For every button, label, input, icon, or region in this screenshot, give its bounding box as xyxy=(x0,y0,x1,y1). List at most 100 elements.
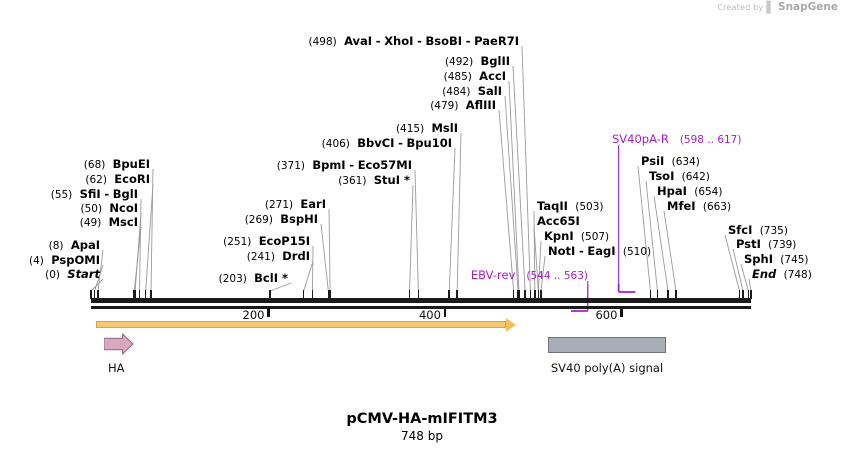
site-position: (62) xyxy=(85,174,107,186)
site-position: (251) xyxy=(223,236,252,248)
cut-site-tick xyxy=(667,290,669,299)
restriction-site-label[interactable]: PstI (739) xyxy=(736,238,796,251)
restriction-site-label[interactable]: SfcI (735) xyxy=(728,224,788,237)
enzyme-name: TsoI xyxy=(649,169,675,183)
feature-box-polya[interactable] xyxy=(548,337,666,353)
restriction-site-label[interactable]: (203) BclI * xyxy=(219,272,288,285)
site-position: (510) xyxy=(622,246,652,258)
sequence-backbone xyxy=(91,298,751,303)
leader-line xyxy=(145,183,154,292)
restriction-site-label[interactable]: (8) ApaI xyxy=(49,239,100,252)
enzyme-name: PsiI xyxy=(641,154,665,168)
restriction-site-label[interactable]: (55) SfiI - BglI xyxy=(51,188,138,201)
restriction-site-label[interactable]: (492) BglII xyxy=(445,55,510,68)
restriction-site-label[interactable]: (271) EarI xyxy=(265,198,326,211)
enzyme-name: SfcI xyxy=(728,223,753,237)
enzyme-name: ApaI xyxy=(70,238,100,252)
site-position: (735) xyxy=(759,225,788,237)
enzyme-name: Acc65I xyxy=(537,214,580,228)
restriction-site-label[interactable]: (498) AvaI - XhoI - BsoBI - PaeR7I xyxy=(309,35,519,48)
restriction-site-label[interactable]: (484) SalI xyxy=(442,85,502,98)
cut-site-tick xyxy=(738,290,741,299)
leader-line xyxy=(303,260,314,292)
restriction-site-label[interactable]: (49) MscI xyxy=(80,216,138,229)
ruler-tick-label: 400 xyxy=(418,308,441,322)
restriction-site-label[interactable]: (269) BspHI xyxy=(245,213,318,226)
cut-site-tick xyxy=(518,290,520,299)
restriction-site-label[interactable]: TaqII (503) xyxy=(537,200,603,213)
restriction-site-label[interactable]: PsiI (634) xyxy=(641,155,700,168)
orf-arrowhead-icon xyxy=(506,317,516,332)
site-position: (4) xyxy=(29,255,44,267)
ruler-tick-label: 600 xyxy=(595,308,618,322)
cut-site-tick xyxy=(302,290,305,299)
restriction-site-label[interactable]: (371) BpmI - Eco57MI xyxy=(277,159,412,172)
site-position: (634) xyxy=(671,156,700,168)
sequence-backbone-shadow xyxy=(91,306,751,309)
site-separator: - xyxy=(417,34,422,48)
leader-line xyxy=(312,245,314,292)
restriction-site-label[interactable]: (361) StuI * xyxy=(338,174,410,187)
cut-site-tick xyxy=(311,290,314,299)
cut-site-tick xyxy=(93,290,96,299)
feature-arrow-ha[interactable] xyxy=(103,332,134,359)
enzyme-name: HpaI xyxy=(657,184,687,198)
restriction-site-label[interactable]: (0) Start xyxy=(45,268,100,281)
leader-line xyxy=(504,95,519,292)
restriction-site-label[interactable]: (415) MslI xyxy=(396,122,458,135)
restriction-site-label[interactable]: TsoI (642) xyxy=(649,170,710,183)
restriction-site-label[interactable]: (68) BpuEI xyxy=(84,158,150,171)
enzyme-name: BspHI xyxy=(280,212,318,226)
site-position: (739) xyxy=(768,239,797,251)
site-position: (241) xyxy=(246,251,275,263)
site-position: (485) xyxy=(443,71,472,83)
primer-name: SV40pA-R xyxy=(612,132,669,146)
site-position: (745) xyxy=(780,254,809,266)
enzyme-name: PstI xyxy=(736,237,761,251)
cut-site-tick xyxy=(747,290,750,299)
restriction-site-label[interactable]: (50) NcoI xyxy=(81,202,139,215)
site-position: (50) xyxy=(80,203,103,215)
site-position: (8) xyxy=(48,240,64,252)
cut-site-tick xyxy=(144,290,147,299)
enzyme-name: BpmI xyxy=(312,158,346,172)
site-position: (361) xyxy=(338,175,367,187)
leader-line xyxy=(653,195,669,292)
restriction-site-label[interactable]: MfeI (663) xyxy=(667,200,731,213)
restriction-site-label[interactable]: (251) EcoP15I xyxy=(223,235,310,248)
enzyme-name: PspOMI xyxy=(51,253,100,267)
cut-site-tick xyxy=(529,290,532,299)
site-position: (663) xyxy=(702,201,732,213)
restriction-site-label[interactable]: (406) BbvCI - Bpu10I xyxy=(322,137,452,150)
restriction-site-label[interactable]: NotI - EagI (510) xyxy=(548,245,651,258)
leader-line xyxy=(645,180,658,292)
restriction-site-label[interactable]: Acc65I xyxy=(537,215,580,227)
leader-line xyxy=(414,169,419,292)
leader-line xyxy=(320,223,329,292)
enzyme-name: AflIII xyxy=(465,98,496,112)
site-separator: - xyxy=(578,244,584,258)
enzyme-name: BglI xyxy=(112,187,138,201)
cut-site-tick xyxy=(537,290,540,299)
restriction-site-label[interactable]: (4) PspOMI xyxy=(29,254,100,267)
restriction-site-label[interactable]: KpnI (507) xyxy=(544,230,609,243)
cut-site-tick xyxy=(329,290,331,299)
restriction-site-label[interactable]: (62) EcoRI xyxy=(85,173,150,186)
restriction-site-label[interactable]: SphI (745) xyxy=(744,253,809,266)
restriction-site-label[interactable]: (241) DrdI xyxy=(247,250,310,263)
primer-label[interactable]: EBV-rev (544 .. 563) xyxy=(471,269,588,282)
cut-site-tick xyxy=(649,290,652,299)
site-separator: - xyxy=(349,158,355,172)
restriction-site-label[interactable]: (479) AflIII xyxy=(430,99,496,112)
enzyme-name: TaqII xyxy=(537,199,568,213)
restriction-site-label[interactable]: HpaI (654) xyxy=(657,185,722,198)
enzyme-name: XhoI xyxy=(384,34,414,48)
enzyme-name: MslI xyxy=(431,121,458,135)
restriction-site-label[interactable]: End (748) xyxy=(752,268,812,281)
primer-label[interactable]: SV40pA-R (598 .. 617) xyxy=(612,133,741,146)
feature-label-polya: SV40 poly(A) signal xyxy=(550,361,664,375)
enzyme-name: DrdI xyxy=(282,249,310,263)
restriction-site-label[interactable]: (485) AccI xyxy=(444,70,506,83)
enzyme-name: SalI xyxy=(477,84,502,98)
